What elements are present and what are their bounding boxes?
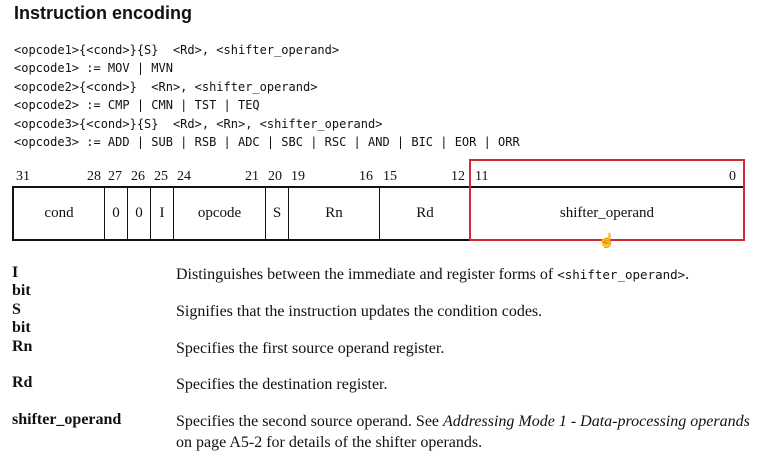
syntax-line: <opcode1> := MOV | MVN: [14, 61, 173, 76]
field-bit-27: 0: [104, 188, 127, 239]
desc-i-bit-end: .: [685, 266, 690, 283]
field-opcode: opcode: [173, 188, 265, 239]
bit-number-31: 31: [16, 169, 30, 184]
bit-number-19: 19: [291, 169, 305, 184]
desc-i-bit-code: <shifter_operand>: [557, 267, 686, 282]
syntax-block: <opcode1>{<cond>}{S} <Rd>, <shifter_oper…: [14, 41, 520, 151]
bit-number-20: 20: [268, 169, 282, 184]
syntax-line: <opcode2> := CMP | CMN | TST | TEQ: [14, 98, 260, 113]
bit-number-16: 16: [359, 169, 373, 184]
term-shifter-operand: shifter_operand: [12, 411, 122, 428]
desc-shifter-text: Specifies the second source operand. See: [176, 413, 444, 430]
bit-number-12: 12: [451, 169, 465, 184]
field-rn: Rn: [288, 188, 379, 239]
addressing-mode-link[interactable]: Addressing Mode 1 - Data-processing oper…: [443, 413, 750, 430]
desc-rd: Specifies the destination register.: [176, 376, 388, 393]
syntax-line: <opcode3> := ADD | SUB | RSB | ADC | SBC…: [14, 135, 520, 150]
term-rn: Rn: [12, 338, 33, 355]
syntax-line: <opcode1>{<cond>}{S} <Rd>, <shifter_oper…: [14, 43, 340, 57]
field-cond: cond: [12, 188, 104, 239]
section-title: Instruction encoding: [14, 3, 192, 23]
term-rd: Rd: [12, 374, 33, 391]
term-s-bit: S bit: [12, 301, 31, 336]
desc-rn: Specifies the first source operand regis…: [176, 340, 445, 357]
bit-number-28: 28: [87, 169, 101, 184]
desc-shifter-operand: Specifies the second source operand. See…: [176, 411, 756, 453]
field-bit-26: 0: [127, 188, 150, 239]
field-rd: Rd: [379, 188, 470, 239]
bit-number-11: 11: [475, 169, 489, 184]
syntax-line: <opcode3>{<cond>}{S} <Rd>, <Rn>, <shifte…: [14, 116, 383, 131]
desc-i-bit-text: Distinguishes between the immediate and …: [176, 266, 558, 283]
desc-i-bit: Distinguishes between the immediate and …: [176, 264, 756, 285]
bit-number-25: 25: [154, 169, 168, 184]
field-s-bit: S: [265, 188, 288, 239]
bit-number-21: 21: [245, 169, 259, 184]
selection-highlight: [469, 159, 745, 241]
desc-s-bit: Signifies that the instruction updates t…: [176, 303, 543, 320]
desc-shifter-end: on page A5-2 for details of the shifter …: [176, 434, 483, 451]
bit-number-15: 15: [383, 169, 397, 184]
term-i-bit: I bit: [12, 264, 31, 299]
field-i-bit: I: [150, 188, 173, 239]
bit-number-26: 26: [131, 169, 145, 184]
bit-number-24: 24: [177, 169, 191, 184]
bit-number-27: 27: [108, 169, 122, 184]
syntax-line: <opcode2>{<cond>} <Rn>, <shifter_operand…: [14, 79, 318, 94]
bit-number-0: 0: [729, 169, 736, 184]
hand-cursor-icon: ☝: [598, 234, 616, 249]
